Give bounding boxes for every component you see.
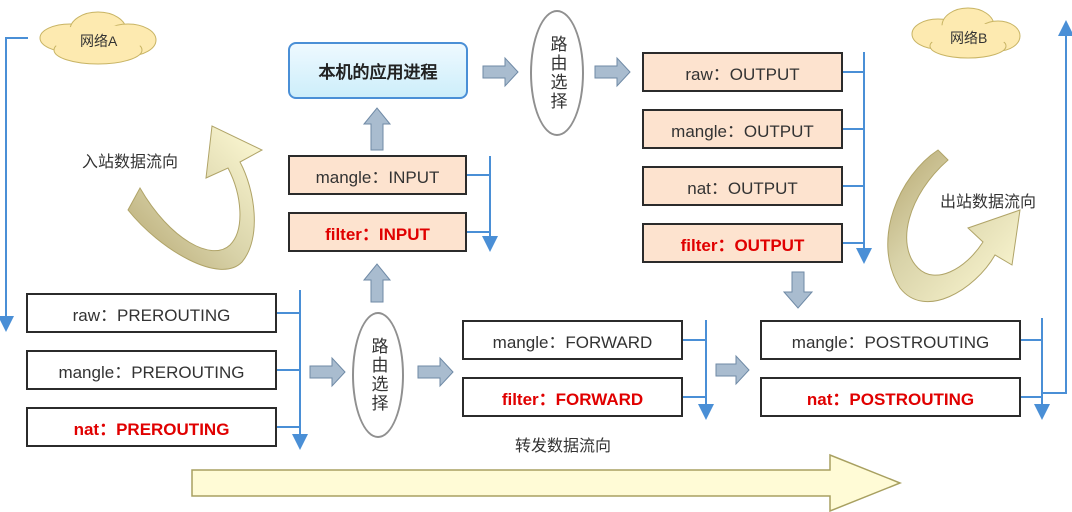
chain-mangle-output: mangle：OUTPUT bbox=[642, 109, 843, 149]
arrow-forward-to-postrouting bbox=[715, 354, 750, 386]
network-b-label: 网络B bbox=[950, 30, 988, 46]
chain-mangle-postrouting: mangle：POSTROUTING bbox=[760, 320, 1021, 360]
net-b-line bbox=[1042, 20, 1072, 394]
chain-nat-prerouting: nat：PREROUTING bbox=[26, 407, 277, 447]
inbound-curved-arrow bbox=[127, 125, 264, 270]
local-app-process: 本机的应用进程 bbox=[288, 42, 468, 99]
chain-filter-forward: filter：FORWARD bbox=[462, 377, 683, 417]
chain-mangle-prerouting: mangle：PREROUTING bbox=[26, 350, 277, 390]
chain-nat-output: nat：OUTPUT bbox=[642, 166, 843, 206]
network-a-label: 网络A bbox=[80, 33, 118, 49]
inbound-flow-label: 入站数据流向 bbox=[82, 154, 179, 171]
outbound-curved-arrow bbox=[887, 149, 1021, 302]
cloud-network-b bbox=[911, 7, 1021, 59]
chain-mangle-input: mangle：INPUT bbox=[288, 155, 467, 195]
routing-decision-top: 路由选择 bbox=[530, 10, 584, 136]
arrow-input-to-app bbox=[362, 107, 392, 151]
net-a-line bbox=[0, 37, 28, 332]
outbound-flow-label: 出站数据流向 bbox=[940, 194, 1037, 211]
chain-raw-output: raw：OUTPUT bbox=[642, 52, 843, 92]
routing-decision-bottom: 路由选择 bbox=[352, 312, 404, 438]
chain-filter-input: filter：INPUT bbox=[288, 212, 467, 252]
forward-flow-label: 转发数据流向 bbox=[515, 438, 612, 455]
arrow-prerouting-to-routing bbox=[309, 356, 346, 388]
arrow-routing-to-output bbox=[594, 56, 631, 88]
forward-flow-arrow bbox=[191, 453, 903, 512]
chain-raw-prerouting: raw：PREROUTING bbox=[26, 293, 277, 333]
arrow-output-to-postrouting bbox=[782, 271, 814, 309]
cloud-network-a bbox=[39, 11, 157, 65]
chain-mangle-forward: mangle：FORWARD bbox=[462, 320, 683, 360]
chain-filter-output: filter：OUTPUT bbox=[642, 223, 843, 263]
arrow-routing-to-forward bbox=[417, 356, 454, 388]
arrow-app-to-routing bbox=[482, 56, 519, 88]
chain-nat-postrouting: nat：POSTROUTING bbox=[760, 377, 1021, 417]
arrow-routing-to-input bbox=[362, 263, 392, 303]
